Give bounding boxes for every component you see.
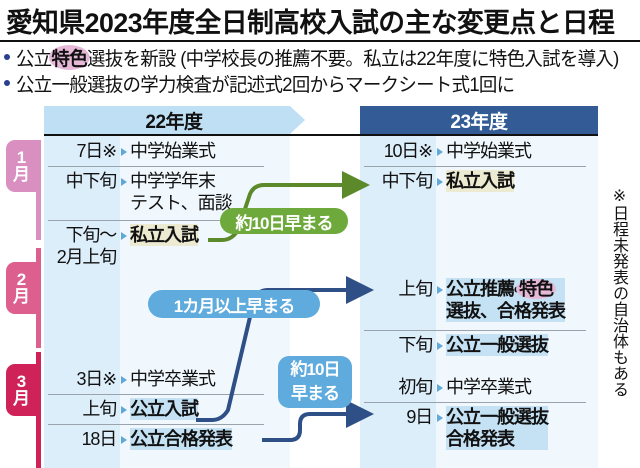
row-event: 中学始業式 bbox=[446, 141, 532, 161]
bullet-triangle-icon bbox=[437, 342, 443, 350]
table-row-right-0: 10日※ 中学始業式 bbox=[360, 140, 532, 162]
left-date-column-background bbox=[44, 136, 120, 468]
row-event: 中学学年末 テスト、面談 bbox=[130, 171, 233, 213]
bullet-item-0: 公立特色選抜を新設 (中学校長の推薦不要。私立は22年度に特色入試を導入) bbox=[4, 44, 637, 70]
row-event: 公立合格発表 bbox=[130, 428, 233, 450]
row-date: 18日 bbox=[81, 429, 118, 449]
month-tab-february: 2 月 bbox=[6, 262, 36, 314]
bullet-triangle-icon bbox=[437, 286, 443, 294]
row-date: 下旬〜 2月上旬 bbox=[56, 225, 117, 267]
header-label-2022: 22年度 bbox=[145, 111, 203, 133]
row-date: 10日※ bbox=[383, 141, 434, 161]
bullet-item-1: 公立一般選抜の学力検査が記述式2回からマークシート式1回に bbox=[4, 70, 530, 96]
row-date: 初旬 bbox=[398, 377, 433, 397]
row-date: 7日※ bbox=[76, 141, 118, 161]
bullet-triangle-icon bbox=[437, 148, 443, 156]
month-tab-march: 3 月 bbox=[6, 364, 36, 416]
month-spine-january bbox=[36, 140, 41, 240]
table-row-right-1: 中下旬 私立入試 bbox=[360, 170, 515, 192]
page-title: 愛知県2023年度全日制高校入試の主な変更点と日程 bbox=[5, 7, 615, 38]
row-event-line2: 選抜、合格発表 bbox=[446, 301, 566, 321]
bullet-0-highlight: 特色 bbox=[48, 44, 90, 71]
header-divider bbox=[44, 134, 598, 136]
bullet-triangle-icon bbox=[121, 148, 127, 156]
table-row-right-4: 初旬 中学卒業式 bbox=[360, 376, 532, 398]
header-label-2023: 23年度 bbox=[450, 111, 508, 133]
row-event: 公立一般選抜 bbox=[446, 334, 549, 356]
row-separator bbox=[364, 402, 586, 403]
callout-10-days-earlier-private: 約10日早まる bbox=[220, 208, 348, 234]
table-row-right-2: 上旬 公立推薦・特色選抜、合格発表 bbox=[360, 278, 566, 322]
row-date: 下旬 bbox=[398, 335, 433, 355]
table-row-left-0: 7日※ 中学始業式 bbox=[44, 140, 217, 162]
month-spine-february bbox=[36, 248, 41, 348]
month-tab-march-unit: 月 bbox=[13, 389, 30, 408]
row-separator bbox=[48, 166, 264, 167]
row-event: 公立入試 bbox=[130, 398, 199, 420]
row-event: 公立推薦・特色選抜、合格発表 bbox=[446, 278, 566, 322]
row-date: 上旬 bbox=[398, 279, 433, 299]
bullet-triangle-icon bbox=[437, 414, 443, 422]
header-band-right bbox=[360, 106, 598, 134]
row-date: 上旬 bbox=[82, 399, 117, 419]
table-row-left-4: 上旬 公立入試 bbox=[44, 398, 199, 420]
month-tab-february-number: 2 bbox=[16, 270, 27, 289]
row-separator bbox=[48, 424, 264, 425]
title-bar: 愛知県2023年度全日制高校入試の主な変更点と日程 bbox=[0, 0, 640, 40]
row-separator bbox=[364, 166, 586, 167]
bullet-dot-icon bbox=[4, 54, 10, 60]
row-event: 中学卒業式 bbox=[446, 377, 532, 397]
row-event-highlight: 特色 bbox=[516, 279, 557, 299]
table-row-left-5: 18日 公立合格発表 bbox=[44, 428, 233, 450]
row-event: 公立一般選抜 合格発表 bbox=[446, 406, 549, 450]
row-date: 中下旬 bbox=[65, 171, 118, 191]
table-row-right-5: 9日 公立一般選抜 合格発表 bbox=[360, 406, 549, 450]
bullet-text-1: 公立一般選抜の学力検査が記述式2回からマークシート式1回に bbox=[16, 74, 515, 96]
header-arrow-tip-icon bbox=[290, 106, 305, 134]
month-tab-january-unit: 月 bbox=[13, 165, 30, 184]
bullet-triangle-icon bbox=[121, 376, 127, 384]
row-event: 私立入試 bbox=[130, 224, 199, 246]
row-separator bbox=[364, 330, 586, 331]
table-row-left-2: 下旬〜 2月上旬 私立入試 bbox=[44, 224, 199, 268]
table-row-left-1: 中下旬 中学学年末 テスト、面談 bbox=[44, 170, 233, 214]
row-event-line1: 公立推薦・ bbox=[446, 279, 520, 299]
bullet-triangle-icon bbox=[121, 406, 127, 414]
bullet-0-post: 選抜を新設 (中学校長の推薦不要。私立は22年度に特色入試を導入) bbox=[87, 48, 619, 70]
row-event: 私立入試 bbox=[446, 170, 515, 192]
table-row-left-3: 3日※ 中学卒業式 bbox=[44, 368, 217, 390]
bullet-text-0: 公立特色選抜を新設 (中学校長の推薦不要。私立は22年度に特色入試を導入) bbox=[16, 44, 619, 71]
month-spine-march bbox=[36, 352, 41, 468]
title-divider bbox=[0, 40, 640, 42]
bullet-0-pre: 公立 bbox=[16, 48, 52, 70]
row-event: 中学卒業式 bbox=[130, 369, 216, 389]
bullet-triangle-icon bbox=[121, 178, 127, 186]
footnote-vertical: ※日程未発表の自治体もある bbox=[610, 186, 627, 397]
row-separator bbox=[48, 220, 264, 221]
bullet-triangle-icon bbox=[437, 384, 443, 392]
row-event: 中学始業式 bbox=[130, 141, 216, 161]
row-date: 中下旬 bbox=[381, 171, 434, 191]
callout-one-month-earlier: 1カ月以上早まる bbox=[148, 290, 320, 318]
header-band-left bbox=[44, 106, 290, 134]
bullet-dot-icon bbox=[4, 80, 10, 86]
bullet-triangle-icon bbox=[121, 436, 127, 444]
row-date: 3日※ bbox=[76, 369, 118, 389]
bullet-triangle-icon bbox=[121, 232, 127, 240]
month-tab-january-number: 1 bbox=[16, 148, 27, 167]
bullet-triangle-icon bbox=[437, 178, 443, 186]
month-tab-march-number: 3 bbox=[16, 372, 27, 391]
callout-10-days-earlier-public: 約10日 早まる bbox=[278, 356, 352, 408]
callout-line-1: 約10日 bbox=[290, 360, 341, 379]
callout-line-2: 早まる bbox=[291, 384, 340, 403]
row-date: 9日 bbox=[406, 407, 433, 427]
month-tab-february-unit: 月 bbox=[13, 287, 30, 306]
month-tab-january: 1 月 bbox=[6, 140, 36, 192]
row-separator bbox=[48, 394, 264, 395]
table-row-right-3: 下旬 公立一般選抜 bbox=[360, 334, 549, 356]
